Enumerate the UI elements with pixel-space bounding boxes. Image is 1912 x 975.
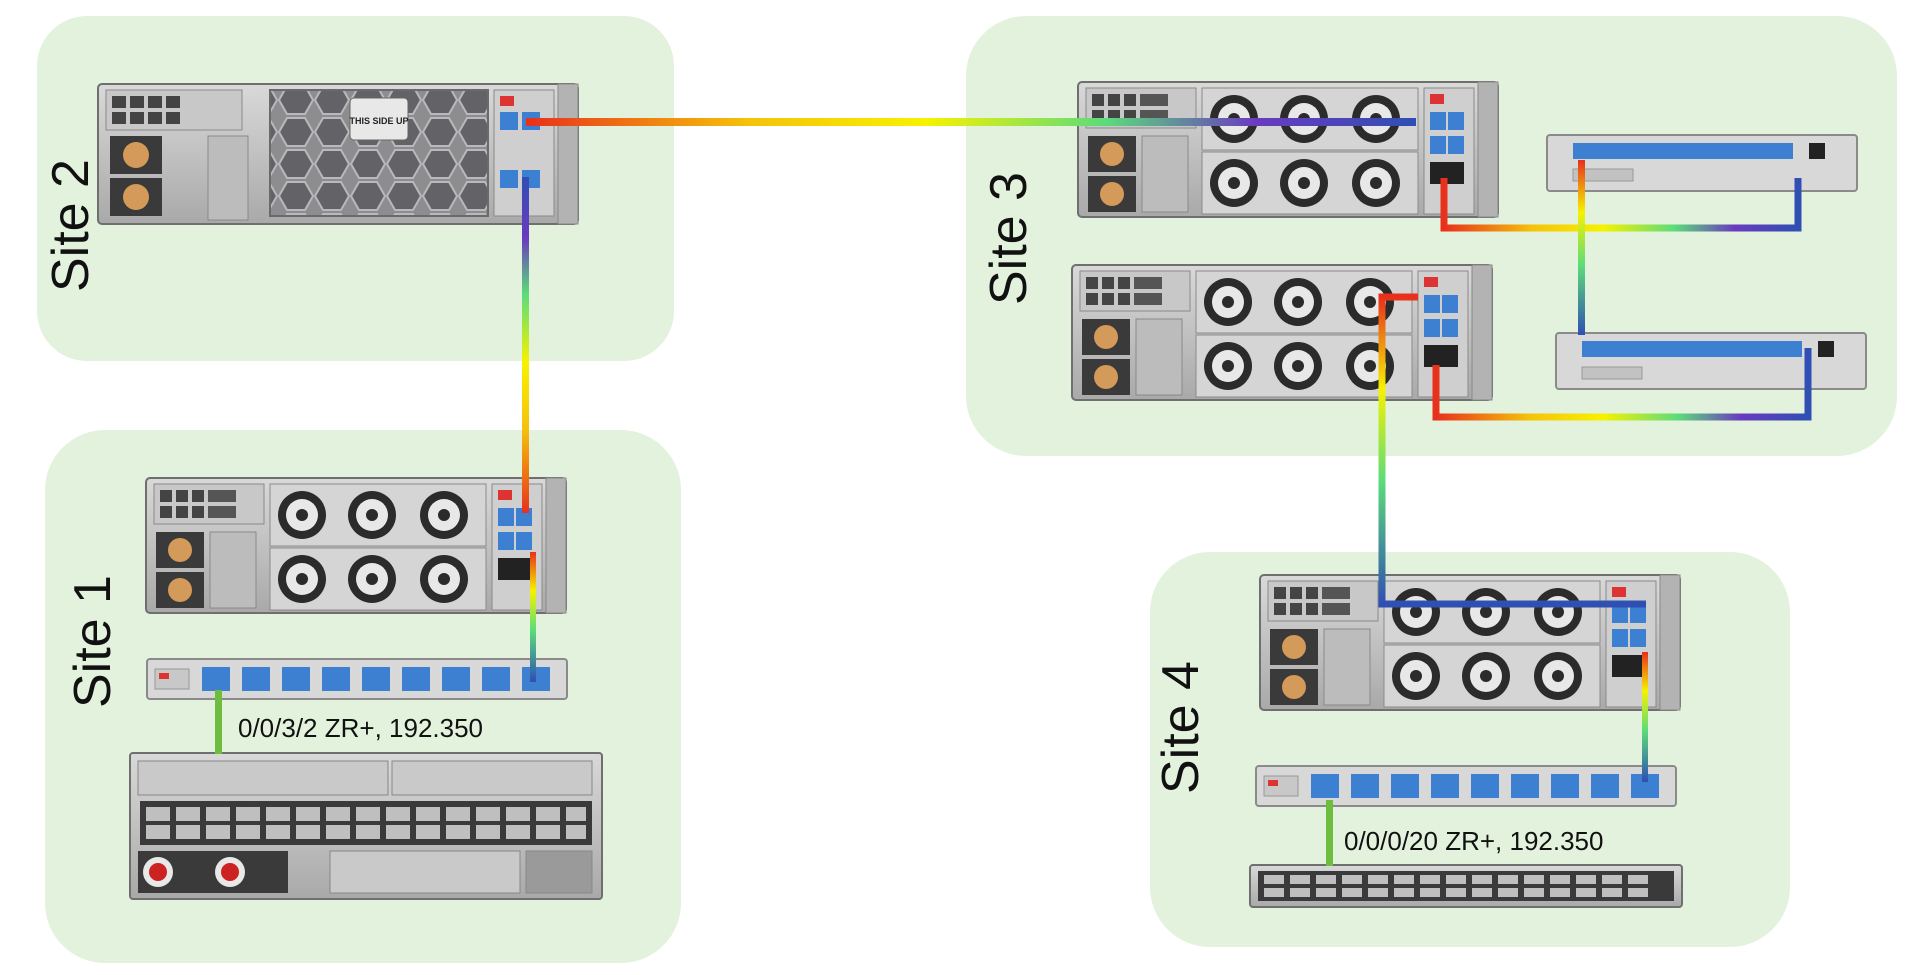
site3-mux-bottom [1555,332,1867,390]
site4-label: Site 4 [1152,661,1210,794]
fiber-site3-bottom-mux [1432,348,1812,421]
fiber-site2-site3 [526,118,1416,126]
site2-router: THIS SIDE UP [97,83,579,225]
site4-router [1259,574,1681,711]
site1-router [145,477,567,614]
fiber-site3-top-mux [1440,178,1802,232]
fiber-site2-site1 [522,177,529,513]
client-link-site4 [1326,800,1333,866]
site1-label: Site 1 [64,575,122,708]
fiber-site1-router-mux [530,552,536,682]
site4-link-label: 0/0/0/20 ZR+, 192.350 [1344,826,1603,856]
site1-link-label: 0/0/3/2 ZR+, 192.350 [238,713,483,743]
site3-router-top [1077,81,1499,218]
site4-mux [1255,765,1677,807]
fiber-site3-site4 [1378,293,1646,608]
site4-client-router [1249,864,1683,908]
client-link-site1 [215,690,222,754]
site3-mux-top [1546,134,1858,192]
site2-label: Site 2 [42,159,100,292]
fiber-site3-mux-link [1578,160,1585,335]
site3-router-bottom [1071,264,1493,401]
fiber-site4-router-mux [1642,652,1648,782]
fan-filter-label: THIS SIDE UP [349,116,408,126]
site1-client-router [129,752,603,900]
site3-label: Site 3 [980,172,1038,305]
site1-mux [146,658,568,700]
